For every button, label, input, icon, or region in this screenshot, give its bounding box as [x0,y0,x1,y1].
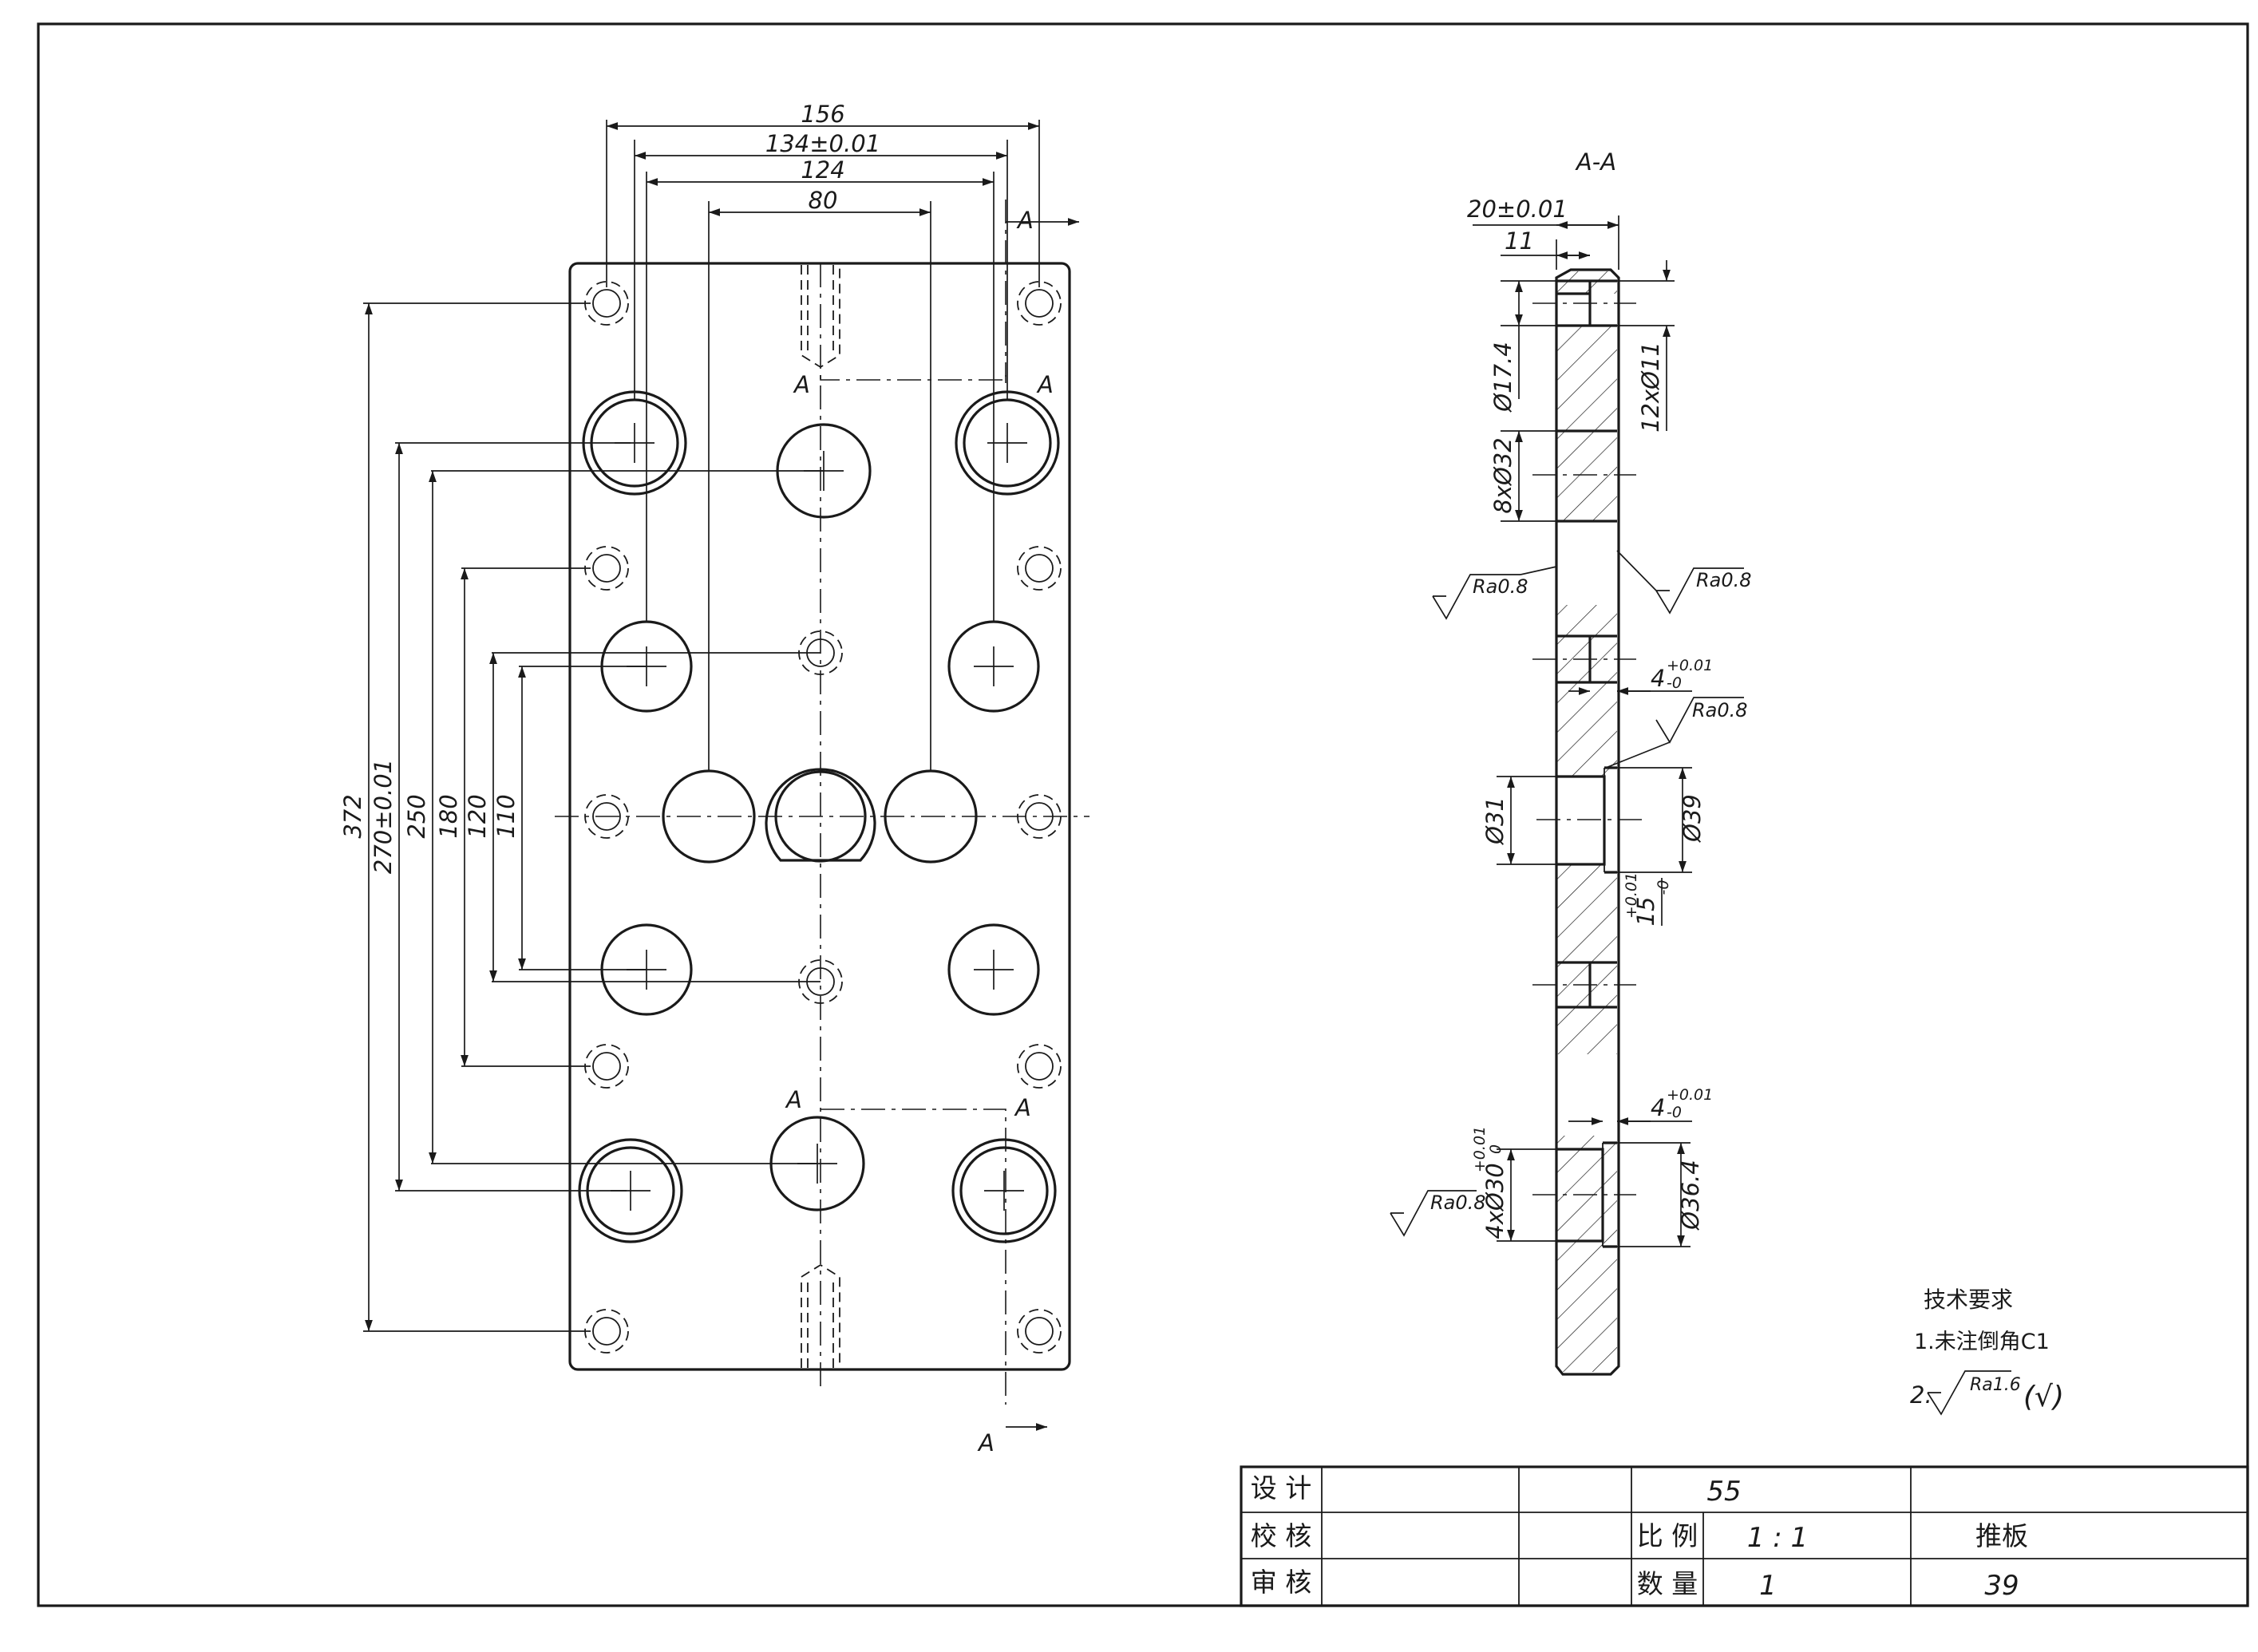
section-mark-a: A [1016,207,1034,234]
check-label: 校 核 [1251,1520,1312,1551]
section-hatch [1556,271,1617,1372]
section-outline [1555,268,1620,1376]
dim-180: 180 [435,794,462,838]
tol-upper: +0.01 [1667,1086,1713,1104]
plan-view: A A A A A A 156 134±0.01 124 80 [339,101,1089,1456]
dim-134: 134±0.01 [765,130,880,157]
dim-250: 250 [403,794,430,838]
tol-upper: +0.01 [1471,1126,1489,1172]
dim-270: 270±0.01 [370,759,397,874]
section-mark-a: A [977,1429,995,1456]
drawing-frame [37,22,2249,1607]
section-view: A-A [1390,148,1752,1376]
dim-20: 20±0.01 [1467,196,1568,223]
review-label: 审 核 [1251,1567,1312,1598]
threaded-holes [801,265,840,1368]
roughness-ra0-8: Ra0.8 [1473,575,1528,598]
dim-dia39: Ø39 [1679,794,1706,843]
roughness-ra0-8: Ra0.8 [1692,699,1748,721]
tol-lower: -0 [1655,880,1672,895]
roughness-ra0-8: Ra0.8 [1696,569,1752,591]
dim-4xdia30: 4xØ30 [1481,1163,1509,1239]
design-label: 设 计 [1251,1472,1312,1504]
section-mark-a: A [793,371,810,398]
dim-372: 372 [339,794,366,838]
tol-lower-zero: 0 [1487,1144,1505,1154]
tol-upper: +0.01 [1667,657,1713,674]
dim-depth-4: 4 [1651,1094,1665,1121]
roughness-symbols: Ra0.8 Ra0.8 Ra0.8 Ra0.8 [1390,550,1752,1237]
dim-120: 120 [464,794,491,838]
technical-notes: 技术要求 1.未注倒角C1 2. Ra1.6 (√) [1910,1286,2064,1416]
section-right-dimensions: 12xØ11 Ø39 Ø36.4 4 +0.01 -0 15 +0.01 -0 … [1568,260,1713,1247]
dim-11: 11 [1505,227,1534,255]
dim-8xdia32: 8xØ32 [1489,437,1517,513]
dim-depth-4: 4 [1651,665,1665,692]
tol-lower: -0 [1667,1104,1682,1121]
dim-12xdia11: 12xØ11 [1637,342,1664,433]
tol-lower: -0 [1667,674,1682,692]
part-name: 推板 [1975,1520,2028,1551]
dim-depth-15: 15 [1632,897,1659,927]
note-item-1: 1.未注倒角C1 [1914,1330,2050,1354]
roughness-ra0-8: Ra0.8 [1430,1192,1486,1214]
scale-label: 比 例 [1637,1520,1698,1551]
dim-dia36-4: Ø36.4 [1677,1160,1704,1230]
dim-110: 110 [492,794,520,838]
dim-dia17-4: Ø17.4 [1489,342,1517,412]
notes-heading: 技术要求 [1924,1286,2013,1313]
quantity-value: 1 [1759,1570,1777,1602]
quantity-label: 数 量 [1637,1568,1698,1599]
dim-80: 80 [809,187,838,214]
sheet-number: 39 [1984,1570,2019,1602]
section-mark-a: A [1014,1094,1031,1121]
dim-156: 156 [801,101,844,128]
note-roughness-ra1-6: Ra1.6 [1970,1375,2021,1395]
section-mark-a: A [785,1086,802,1113]
horizontal-dimensions: 156 134±0.01 124 80 [606,101,1040,771]
section-centerlines [1532,302,1644,1196]
dim-dia31: Ø31 [1481,796,1509,845]
section-left-dimensions: Ø17.4 8xØ32 Ø31 4xØ30 +0.01 0 [1471,280,1556,1242]
note-item-2-suffix: (√) [2023,1381,2064,1413]
dim-124: 124 [801,156,844,184]
title-block: 设 计 校 核 审 核 55 比 例 1 : 1 数 量 1 推板 39 [1240,1465,2249,1607]
section-cut-path: A A A A A A [785,200,1079,1456]
drawing-number: 55 [1706,1476,1741,1508]
vertical-dimensions: 372 270±0.01 250 180 120 110 [339,302,824,1332]
scale-value: 1 : 1 [1747,1522,1808,1554]
section-width-dimensions: 20±0.01 11 [1467,196,1619,270]
section-title: A-A [1575,148,1616,176]
tol-upper: +0.01 [1623,872,1640,919]
section-mark-a: A [1036,371,1054,398]
